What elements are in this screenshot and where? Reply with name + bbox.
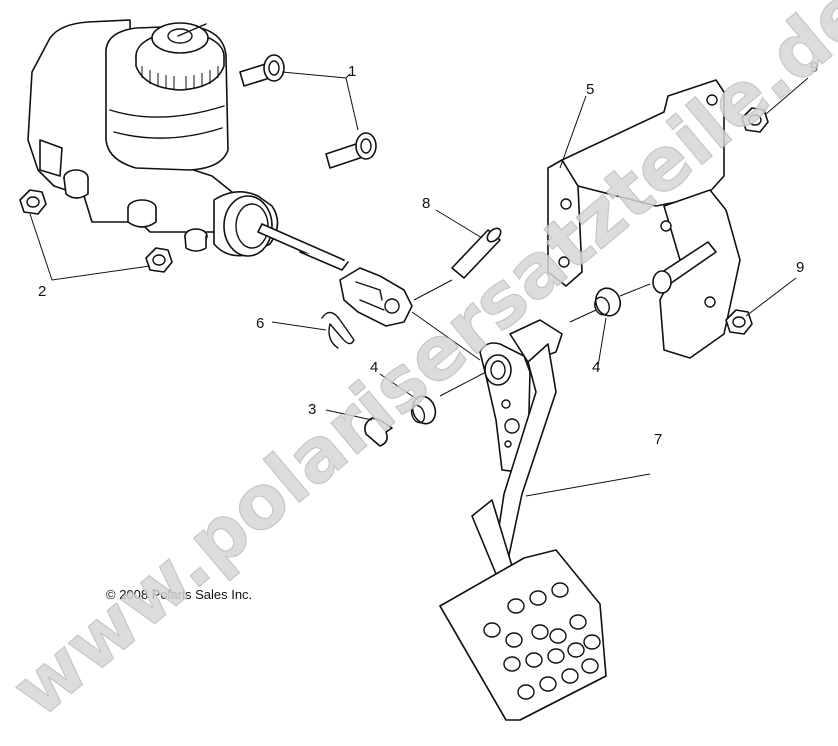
e-clip [364, 417, 393, 447]
callout-1: 1 [348, 63, 356, 80]
clevis-pin [451, 227, 502, 279]
mounting-bracket [547, 79, 741, 359]
mounting-bolt-lower [325, 132, 377, 169]
callout-9-upper: 9 [810, 59, 818, 76]
clevis-yoke [339, 267, 413, 327]
callout-2: 2 [38, 283, 46, 300]
callout-7: 7 [654, 431, 662, 448]
nut-lower-right [725, 309, 753, 335]
callout-3: 3 [308, 401, 316, 418]
pedal-pad-studs [483, 582, 601, 700]
callout-5: 5 [586, 81, 594, 98]
mounting-bolt-upper [239, 54, 285, 87]
callout-9-lower: 9 [796, 259, 804, 276]
bushing-right [594, 287, 622, 317]
nut-upper-right [741, 107, 769, 133]
callout-8: 8 [422, 195, 430, 212]
callout-6: 6 [256, 315, 264, 332]
master-cylinder [27, 19, 349, 271]
copyright-notice: © 2008 Polaris Sales Inc. [106, 587, 252, 602]
nut-left [19, 189, 47, 215]
nut-right [145, 247, 173, 273]
callout-leaders [29, 71, 809, 497]
cotter-pin [321, 311, 355, 349]
callout-4-right: 4 [592, 359, 600, 376]
callout-4-left: 4 [370, 359, 378, 376]
bushing-left [410, 395, 437, 425]
callout-labels: 1 2 3 4 4 5 6 7 8 9 9 [38, 59, 818, 448]
